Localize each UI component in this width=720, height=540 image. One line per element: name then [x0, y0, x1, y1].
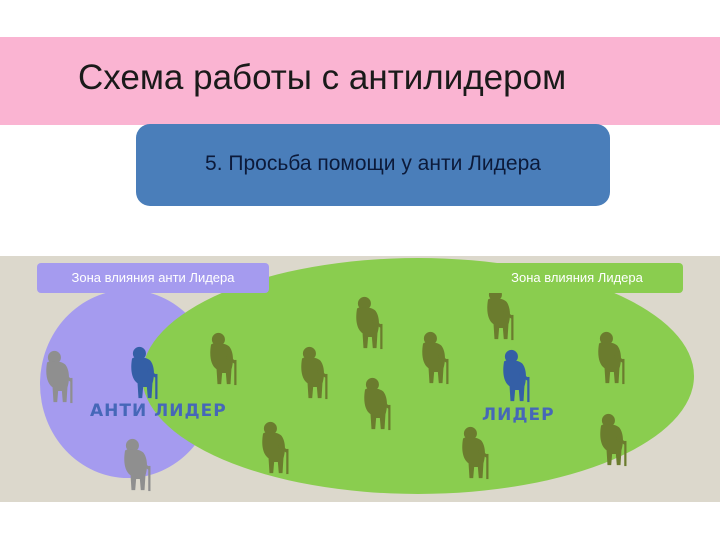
title-band	[0, 37, 720, 125]
step-box	[136, 124, 610, 206]
leader-zone-label: Зона влияния Лидера	[471, 263, 683, 293]
step-text: 5. Просьба помощи у анти Лидера	[205, 152, 541, 175]
leader-tag: ЛИДЕР	[482, 405, 555, 425]
anti-leader-zone-label: Зона влияния анти Лидера	[37, 263, 269, 293]
anti-leader-tag: АНТИ ЛИДЕР	[90, 401, 227, 421]
slide-title: Схема работы с антилидером	[78, 58, 567, 97]
